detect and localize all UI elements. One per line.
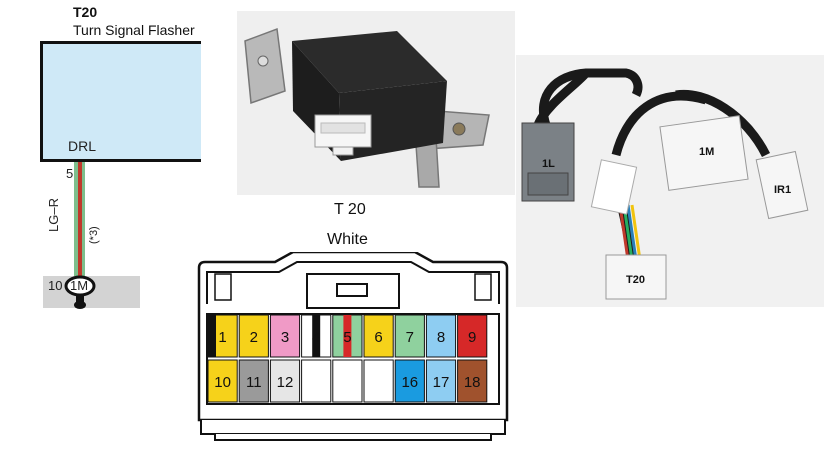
connector-ir1 — [755, 150, 809, 220]
pin-number-label: 3 — [281, 329, 289, 346]
connector-pin-cell: 5 — [332, 314, 363, 358]
wiring-diagram: T20 Turn Signal Flasher DRL 5 LG–R (*3) … — [0, 0, 210, 320]
pin-stripe — [343, 315, 352, 357]
pin-number: 5 — [66, 166, 74, 181]
harness-label-1m: 1M — [699, 146, 715, 158]
pin-fill — [207, 359, 238, 403]
flasher-photo — [237, 11, 515, 195]
connector-t20 — [605, 254, 667, 300]
pin-fill — [301, 359, 332, 403]
pin-number-label: 16 — [401, 374, 418, 391]
connector-id: 1M — [70, 278, 89, 293]
connector-pin-cell: 16 — [394, 359, 425, 403]
pin-fill — [363, 314, 394, 358]
harness-label-ir1: IR1 — [774, 184, 792, 196]
connector-title: T 20 — [334, 201, 366, 218]
harness-icon — [521, 68, 809, 300]
flasher-module-icon — [244, 27, 490, 188]
connector-pin-cell: 12 — [269, 359, 301, 403]
connector-color-name: White — [327, 231, 368, 248]
pin-number-label: 17 — [433, 374, 450, 391]
connector-1m — [659, 115, 749, 191]
component-name: Turn Signal Flasher — [73, 22, 195, 38]
component-id: T20 — [73, 4, 98, 20]
connector-pin-cell — [363, 359, 394, 403]
pin-label: DRL — [68, 138, 97, 154]
pin-number-label: 6 — [374, 329, 382, 346]
connector-pin-cell: 3 — [269, 314, 301, 358]
connector-pin-cell: 17 — [425, 359, 457, 403]
connector-pin-cell: 11 — [238, 359, 269, 403]
harness-label-t20: T20 — [626, 274, 645, 286]
pin-stripe — [312, 315, 321, 357]
pin-fill — [457, 314, 488, 358]
pin-fill — [425, 359, 457, 403]
pin-fill — [394, 314, 425, 358]
pin-number-label: 11 — [246, 374, 262, 391]
pin-number-label: 5 — [343, 329, 351, 346]
pin-number-label: 2 — [250, 329, 258, 346]
pin-fill — [332, 359, 363, 403]
connector-pin-cell: 10 — [207, 359, 238, 403]
connector-pin-cell: 8 — [425, 314, 457, 358]
pin-stripe — [208, 315, 216, 357]
connector-pin-cell: 4 — [301, 314, 332, 358]
connector-pin-cell: 6 — [363, 314, 394, 358]
wire-graphic — [43, 162, 140, 309]
pin-fill — [363, 359, 394, 403]
connector-oval — [64, 275, 96, 297]
harness-label-1l: 1L — [542, 158, 555, 170]
pin-number-label: 18 — [464, 374, 481, 391]
pin-fill — [457, 359, 488, 403]
pin-fill — [425, 314, 457, 358]
wire-green — [74, 162, 78, 282]
pin-number-label: 1 — [218, 329, 226, 346]
wire-note: (*3) — [88, 226, 100, 244]
connector-pin-cell: 1 — [207, 314, 238, 358]
wire-color-label: LG–R — [46, 198, 61, 232]
pin-fill — [269, 314, 301, 358]
connector-pin-cell — [332, 359, 363, 403]
pin-fill — [238, 314, 269, 358]
pin-number-label: 4 — [312, 329, 320, 346]
pin-number-label: 10 — [214, 374, 231, 391]
connector-pin-cell — [301, 359, 332, 403]
ground-dot — [74, 301, 86, 309]
pin-fill — [269, 359, 301, 403]
connector-pin-cell: 2 — [238, 314, 269, 358]
component-box — [40, 41, 201, 162]
harness-photo: 1L 1M IR1 T20 — [516, 55, 824, 307]
pin-fill — [238, 359, 269, 403]
connector-pin-cell: 7 — [394, 314, 425, 358]
pin-number-label: 7 — [406, 329, 414, 346]
pin-number-label: 12 — [277, 374, 294, 391]
pin-number-label: 9 — [468, 329, 476, 346]
connector-pin-cell: 18 — [457, 359, 488, 403]
pin-number-label: 8 — [437, 329, 445, 346]
connector-pin-cell: 9 — [457, 314, 488, 358]
connector-pin: 10 — [48, 278, 63, 293]
pin-fill — [394, 359, 425, 403]
wire-red — [78, 162, 82, 282]
